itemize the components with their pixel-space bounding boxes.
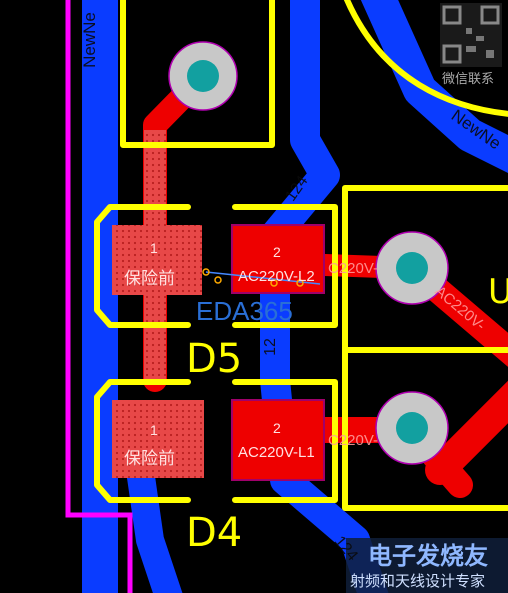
net-label-124-mid: 12 — [261, 338, 279, 356]
eda365-watermark: EDA365 — [196, 296, 293, 326]
d5-pad2-net: AC220V-L2 — [238, 268, 315, 285]
d4-pad2-number: 2 — [273, 420, 281, 436]
bottom-logo-bg — [346, 538, 508, 593]
via-top-hole — [187, 60, 219, 92]
bottom-tagline-text: 射频和天线设计专家 — [350, 573, 486, 590]
silk-top-component-box — [120, 0, 275, 148]
silkscreen-layer — [94, 0, 508, 511]
d4-pad-2[interactable] — [231, 399, 325, 481]
bottom-trace-lower — [126, 456, 183, 593]
d4-pad-1[interactable] — [112, 400, 204, 478]
d5-pad-1[interactable] — [112, 225, 202, 295]
ref-designator-u-partial: U — [488, 272, 508, 312]
ref-designator-d5: D5 — [186, 336, 243, 382]
d5-pad1-net: 保险前 — [124, 269, 175, 288]
newnet-trace-right — [360, 0, 508, 174]
ratsnest-line — [202, 268, 321, 287]
bottom-logo-text: 电子发烧友 — [368, 543, 488, 570]
d4-pad2-net: AC220V-L1 — [238, 444, 315, 461]
silk-d4-left — [94, 379, 191, 503]
vias — [168, 41, 449, 465]
board-outline — [65, 0, 133, 593]
ref-designator-d4: D4 — [186, 510, 243, 556]
d4-pad1-net: 保险前 — [124, 449, 175, 468]
silk-u-outline — [342, 185, 508, 511]
d5-pad2-number: 2 — [273, 244, 281, 260]
silk-arc-top-right — [343, 0, 508, 117]
net-label-ac220v-lower: C220V- — [328, 432, 379, 449]
smd-pads — [112, 224, 325, 481]
d5-pad1-number: 1 — [150, 240, 158, 256]
net-label-ac220v-upper: C220V- — [328, 260, 379, 277]
qr-caption: 微信联系 — [442, 71, 495, 86]
trace-ac220v-diag-lower — [425, 380, 508, 485]
silk-d4-right — [232, 379, 338, 503]
net-label-newnet-left: NewNe — [79, 12, 99, 68]
silk-d5-left — [94, 204, 191, 328]
trace-124-net — [260, 0, 389, 593]
d5-pad-2[interactable] — [231, 224, 325, 294]
qr-code — [440, 3, 502, 67]
via-mid-hole — [396, 252, 428, 284]
silk-d5-right — [232, 204, 338, 328]
via-bottom-hole — [396, 412, 428, 444]
d4-pad1-number: 1 — [150, 422, 158, 438]
